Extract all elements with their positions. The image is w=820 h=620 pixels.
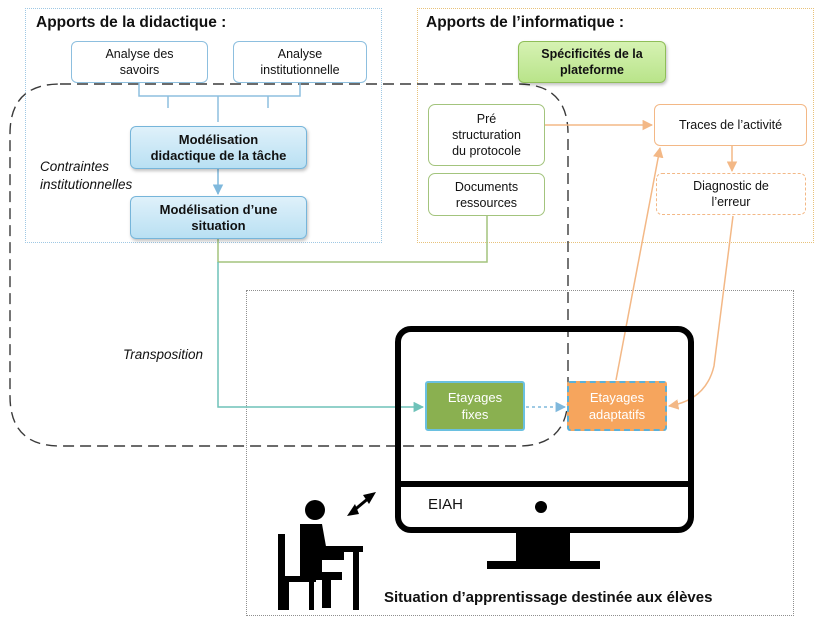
specificites-plateforme-box: Spécificités de la plateforme	[518, 41, 666, 83]
double-arrow-icon	[347, 492, 376, 516]
didactique-title: Apports de la didactique :	[36, 14, 227, 31]
situation-region	[246, 290, 794, 616]
contraintes-boundary	[9, 83, 569, 447]
documents-ressources-box: Documents ressources	[428, 173, 545, 216]
contraintes-label: Contraintes institutionnelles	[40, 159, 133, 192]
didactique-region	[25, 8, 382, 243]
student-at-desk-icon	[278, 500, 363, 610]
diagnostic-erreur-box: Diagnostic de l’erreur	[656, 173, 806, 215]
eiah-label: EIAH	[428, 496, 464, 513]
situation-title: Situation d’apprentissage destinée aux é…	[384, 589, 713, 606]
etayages-adaptatifs-box: Etayages adaptatifs	[567, 381, 667, 431]
analyse-savoirs-box: Analyse des savoirs	[71, 41, 208, 83]
informatique-title: Apports de l’informatique :	[426, 14, 625, 31]
etayages-fixes-box: Etayages fixes	[425, 381, 525, 431]
monitor-icon	[395, 326, 694, 569]
traces-activite-box: Traces de l’activité	[654, 104, 807, 146]
adaptatifs-to-traces-arrow	[615, 146, 664, 381]
transposition-arrow	[217, 262, 425, 413]
modelisation-situation-box: Modélisation d’une situation	[130, 196, 307, 239]
transposition-label: Transposition	[123, 347, 204, 362]
diagnostic-to-adaptatifs-arrow	[667, 215, 734, 410]
green-link-documents	[217, 216, 488, 263]
modelisation-tache-box: Modélisation didactique de la tâche	[130, 126, 307, 169]
analyse-institutionnelle-box: Analyse institutionnelle	[233, 41, 367, 83]
informatique-region	[417, 8, 814, 243]
pre-structuration-box: Pré structuration du protocole	[428, 104, 545, 166]
analysis-bracket	[138, 83, 301, 122]
